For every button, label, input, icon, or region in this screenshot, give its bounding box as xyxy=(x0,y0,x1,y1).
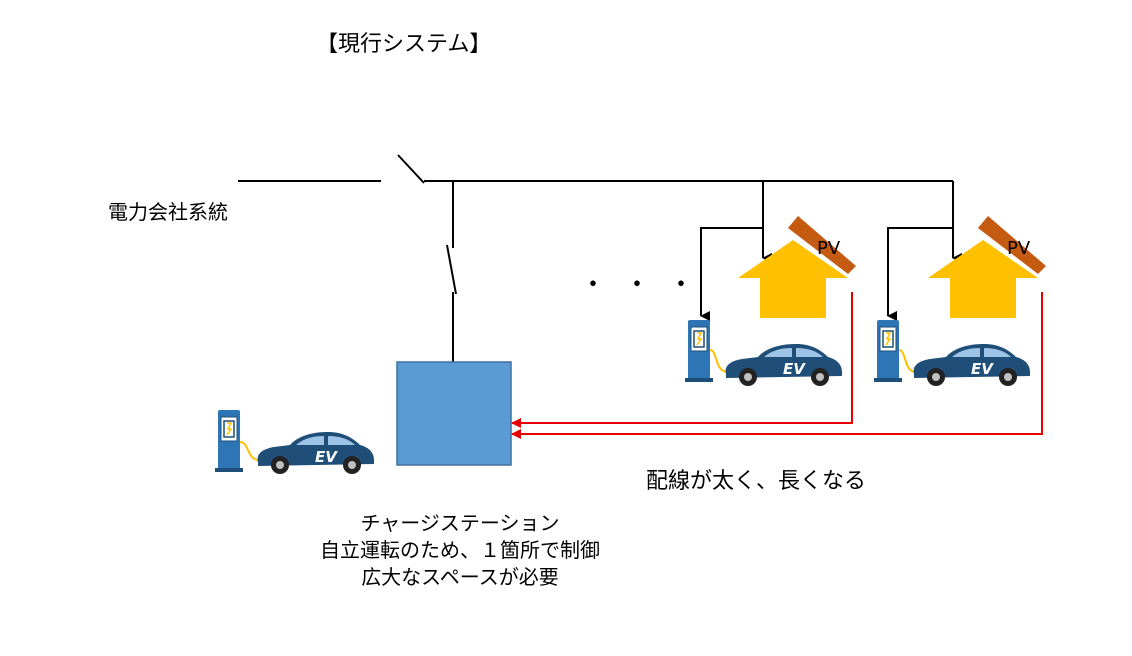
ev-label-2: EV xyxy=(971,360,994,378)
charger-icon xyxy=(214,409,244,473)
station-caption-line-2: 自立運転のため、１箇所で制御 xyxy=(320,538,600,562)
house-1 xyxy=(684,216,856,386)
diagram-title: 【現行システム】 xyxy=(316,32,492,57)
station-branch-line xyxy=(446,181,457,362)
station-caption-line-3: 広大なスペースが必要 xyxy=(361,565,559,589)
charger-icon xyxy=(684,319,714,383)
ellipsis: ・・・ xyxy=(580,270,713,300)
ev-label-1: EV xyxy=(783,360,806,378)
house-2 xyxy=(873,216,1046,386)
pv-label-1: PV xyxy=(817,238,841,259)
house-pv-icon xyxy=(928,216,1046,318)
station-caption: チャージステーション 自立運転のため、１箇所で制御 広大なスペースが必要 xyxy=(250,510,670,591)
station-ev-set xyxy=(214,409,374,474)
grid-label: 電力会社系統 xyxy=(108,200,228,224)
red-wires xyxy=(511,292,1043,439)
charger-icon xyxy=(873,319,903,383)
house-branch-lines xyxy=(700,181,962,321)
charge-station-box xyxy=(396,361,512,466)
station-caption-line-1: チャージステーション xyxy=(360,511,560,535)
ev-label-station: EV xyxy=(315,448,338,466)
house-pv-icon xyxy=(738,216,856,318)
grid-main-line xyxy=(238,154,953,184)
pv-label-2: PV xyxy=(1007,238,1031,259)
wiring-note: 配線が太く、長くなる xyxy=(646,469,867,494)
